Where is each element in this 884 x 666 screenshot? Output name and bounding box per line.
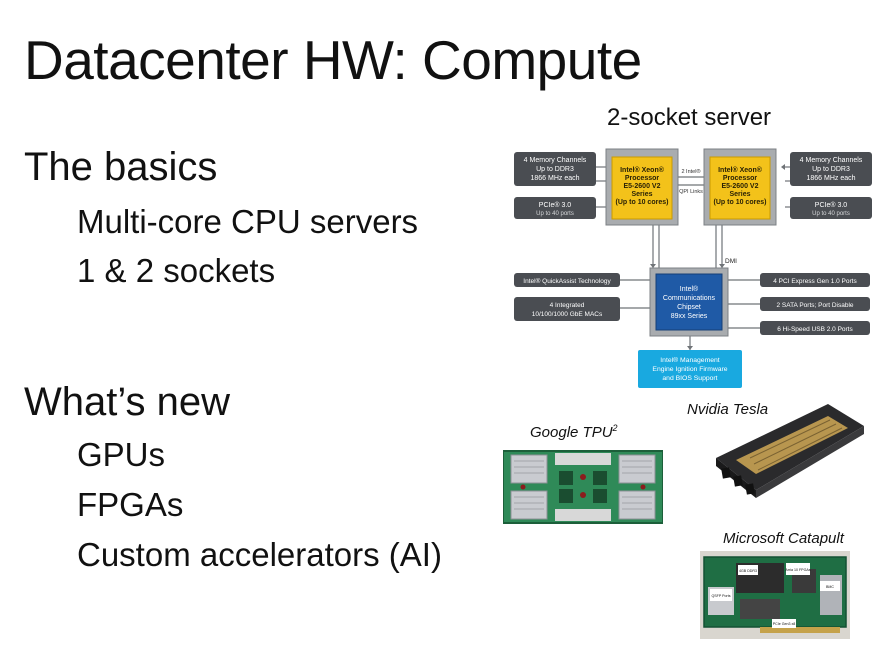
slide-title: Datacenter HW: Compute (24, 29, 642, 91)
cpu2-line1: Intel® Xeon® (718, 166, 763, 174)
usb-ports-label: 6 Hi-Speed USB 2.0 Ports (777, 326, 853, 333)
server-block-diagram: Intel® Xeon® Processor E5-2600 V2 Series… (514, 148, 872, 388)
tpu-caption-text: Google TPU (530, 424, 613, 441)
catapult-pcie-label: PCIe Gen3 x8 (773, 622, 796, 626)
mem-left-line1: 4 Memory Channels (524, 157, 587, 164)
cpu2-line2: Processor (723, 175, 758, 182)
mem-left-line3: 1866 MHz each (530, 175, 579, 182)
sata-ports-label: 2 SATA Ports; Port Disable (776, 302, 853, 309)
cpu1-line2: Processor (625, 175, 660, 182)
tesla-gpu-image (716, 404, 864, 498)
bullet-custom-accelerators: Custom accelerators (AI) (77, 536, 442, 573)
catapult-bmc-label: BMC (826, 585, 834, 589)
mem-right-line1: 4 Memory Channels (800, 157, 863, 164)
catapult-board-image: 4GB DDR3 Arria 10 FPGAs QSFP Ports BMC P… (700, 551, 850, 639)
cpu2-line5: (Up to 10 cores) (714, 199, 767, 206)
bullet-sockets: 1 & 2 sockets (77, 252, 276, 289)
chipset-line4: 89xx Series (671, 313, 708, 320)
qpi-line1: 2 Intel® (681, 168, 700, 175)
cpu1-line1: Intel® Xeon® (620, 166, 665, 174)
chipset-line3: Chipset (677, 304, 701, 311)
bullet-multicore: Multi-core CPU servers (77, 203, 419, 240)
bullet-gpus: GPUs (77, 436, 166, 473)
pcie-right-line1: PCIe® 3.0 (815, 201, 848, 209)
pci-ports-label: 4 PCI Express Gen 1.0 Ports (773, 278, 857, 285)
diagram-label: 2-socket server (607, 104, 772, 131)
bullet-fpgas: FPGAs (77, 486, 184, 523)
pcie-left-line2: Up to 40 ports (536, 211, 574, 217)
cpu2-line3: E5-2600 V2 (722, 183, 759, 190)
section-heading-basics: The basics (24, 145, 218, 189)
cpu1-line3: E5-2600 V2 (624, 183, 661, 190)
tpu-caption: Google TPU2 (530, 423, 618, 441)
catapult-fpga-label: Arria 10 FPGAs (785, 568, 810, 572)
gbe-line2: 10/100/1000 GbE MACs (532, 311, 603, 318)
dmi-label: DMI (725, 258, 737, 265)
tpu-caption-sup: 2 (612, 423, 618, 433)
tesla-caption: Nvidia Tesla (687, 401, 769, 418)
qpi-line2: QPI Links (679, 189, 703, 195)
pcie-left-line1: PCIe® 3.0 (539, 201, 572, 209)
cpu1-line4: Series (631, 191, 652, 198)
mem-left-line2: Up to DDR3 (536, 166, 574, 173)
chipset-line1: Intel® (680, 285, 699, 293)
mem-right-line3: 1866 MHz each (806, 175, 855, 182)
gbe-line1: 4 Integrated (550, 302, 585, 309)
chipset-line2: Communications (663, 295, 716, 302)
pcie-right-line2: Up to 40 ports (812, 211, 850, 217)
catapult-qsfp-label: QSFP Ports (711, 594, 730, 598)
mem-right-line2: Up to DDR3 (812, 166, 850, 173)
cpu1-line5: (Up to 10 cores) (616, 199, 669, 206)
catapult-ddr-label: 4GB DDR3 (739, 569, 757, 573)
tpu-board-image (503, 450, 663, 524)
quickassist-label: Intel® QuickAssist Technology (523, 277, 611, 285)
mgmt-line3: and BIOS Support (662, 375, 717, 382)
cpu2-line4: Series (729, 191, 750, 198)
catapult-caption: Microsoft Catapult (723, 530, 844, 547)
section-heading-whats-new: What’s new (24, 380, 231, 424)
mgmt-line2: Engine Ignition Firmware (652, 366, 727, 373)
mgmt-line1: Intel® Management (660, 356, 720, 364)
